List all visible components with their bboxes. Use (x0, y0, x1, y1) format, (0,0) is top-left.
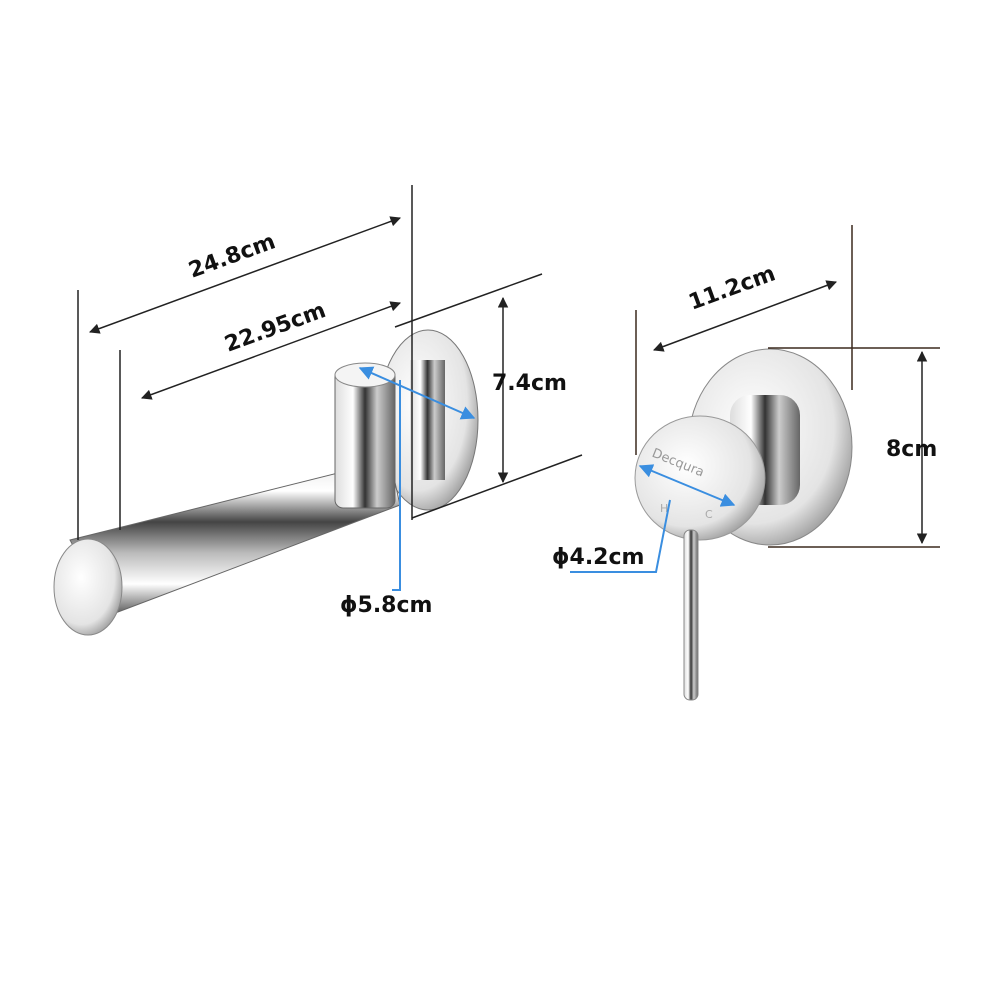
mixer-depth-label: 11.2cm (686, 261, 779, 315)
shower-mixer: Decqura H C (634, 348, 853, 701)
mixer-plate-height-label: 8cm (886, 437, 937, 462)
hot-mark: H (660, 502, 668, 515)
spout-connector (410, 360, 445, 480)
spout-plate-height-label: 7.4cm (492, 371, 567, 396)
spout-outlet (53, 538, 123, 636)
spout-diameter-lines (358, 366, 476, 591)
spout-overall-length-label: 24.8cm (186, 229, 279, 283)
bath-spout (53, 329, 479, 636)
mixer-lever (683, 529, 699, 701)
spout-body (334, 367, 396, 509)
mixer-diameter-lines (570, 464, 736, 573)
spout-dimension-lines (77, 185, 583, 540)
mixer-handle-diameter-label: ϕ4.2cm (552, 545, 644, 570)
cold-mark: C (705, 508, 713, 521)
spout-plate-diameter-label: ϕ5.8cm (340, 593, 432, 618)
